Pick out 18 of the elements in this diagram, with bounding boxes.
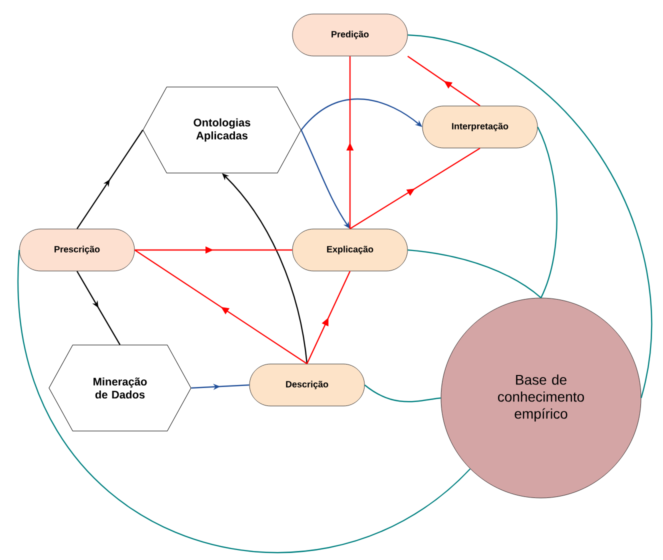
process-pill: Predição	[292, 14, 408, 56]
arrow	[407, 56, 480, 106]
hexagon-box: Ontologias Aplicadas	[142, 86, 302, 174]
process-pill: Descrição	[249, 364, 365, 406]
connector-line	[537, 126, 558, 298]
connector-line	[408, 249, 542, 298]
connector-line	[364, 384, 441, 402]
arrow	[134, 250, 308, 364]
connector-line	[408, 34, 652, 398]
arrow	[76, 130, 144, 230]
process-pill: Prescrição	[19, 228, 135, 272]
arrow	[76, 270, 121, 346]
process-pill: Explicação	[292, 228, 408, 272]
arrow	[306, 270, 351, 364]
process-pill: Interpretação	[422, 106, 538, 148]
connector-line	[18, 250, 471, 554]
arrow	[350, 148, 480, 230]
hexagon-box: Mineração de Dados	[48, 344, 192, 432]
